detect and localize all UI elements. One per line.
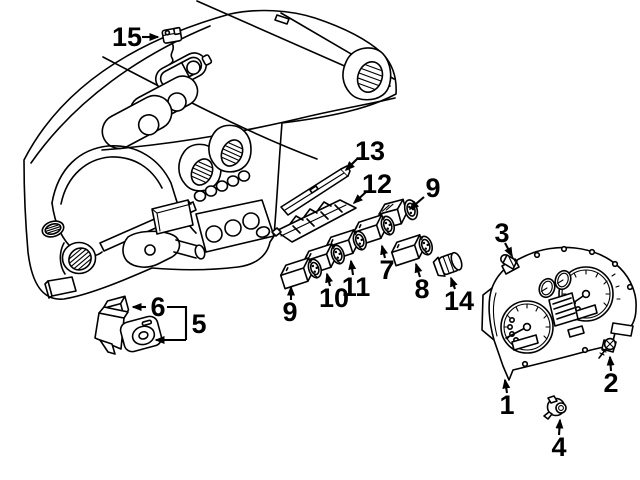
- part-4-bulb-holder: [543, 395, 567, 420]
- callout-arrow-7: [380, 244, 388, 259]
- callout-arrow-1: [502, 378, 511, 394]
- callout-label-5: 5: [191, 309, 206, 339]
- button-row: [193, 170, 251, 202]
- callout-label-10: 10: [319, 283, 349, 313]
- callout-arrow-4: [555, 418, 564, 436]
- callout-label-9a: 9: [425, 173, 440, 203]
- part-8-switch: [388, 231, 436, 267]
- center-vent-right: [208, 124, 252, 173]
- center-stack: [151, 199, 275, 253]
- callout-arrow-13: [344, 157, 359, 172]
- fuel-gauge: [538, 277, 556, 299]
- callout-arrow-8: [414, 262, 423, 278]
- callout-label-14: 14: [444, 286, 474, 316]
- callout-arrow-2: [606, 355, 615, 372]
- dash-top-lip: [30, 25, 211, 164]
- callout-arrow-9a: [408, 196, 425, 210]
- callout-label-8: 8: [414, 274, 429, 304]
- callout-label-15: 15: [112, 22, 142, 52]
- part-9-switch-left: [277, 254, 325, 290]
- part-5-switch: [94, 306, 163, 355]
- center-display: [548, 292, 585, 338]
- callout-label-4: 4: [551, 432, 566, 462]
- callout-label-7: 7: [379, 255, 394, 285]
- callout-arrow-10: [325, 272, 333, 287]
- callout-arrow-12: [352, 191, 367, 205]
- callout-arrow-3: [504, 242, 513, 258]
- right-side-vent: [342, 47, 392, 101]
- callout-label-3: 3: [494, 218, 509, 248]
- callout-label-13: 13: [355, 136, 385, 166]
- part-14-socket: [432, 251, 463, 277]
- callout-arrow-14: [450, 276, 458, 290]
- dash-slot-lower: [101, 94, 173, 150]
- lower-left-box: [44, 276, 77, 299]
- temp-gauge: [554, 269, 572, 291]
- callout-label-11: 11: [342, 272, 371, 302]
- instrument-cluster: [481, 245, 637, 381]
- steering-column: [122, 230, 206, 268]
- tachometer-gauge: [500, 300, 554, 354]
- callout-label-9b: 9: [282, 297, 297, 327]
- part-12-switch-bank: [271, 199, 357, 243]
- part-15-sensor: [161, 26, 183, 65]
- callout-label-6: 6: [150, 292, 165, 322]
- callout-label-12: 12: [362, 169, 392, 199]
- left-side-vents: [41, 220, 97, 275]
- callout-bracket-5: [167, 305, 188, 340]
- callout-label-1: 1: [499, 390, 514, 420]
- callout-arrow-11: [348, 259, 357, 276]
- part-2-screw: [598, 337, 617, 359]
- callout-label-2: 2: [603, 368, 618, 398]
- dashboard-drawing: [23, 0, 397, 300]
